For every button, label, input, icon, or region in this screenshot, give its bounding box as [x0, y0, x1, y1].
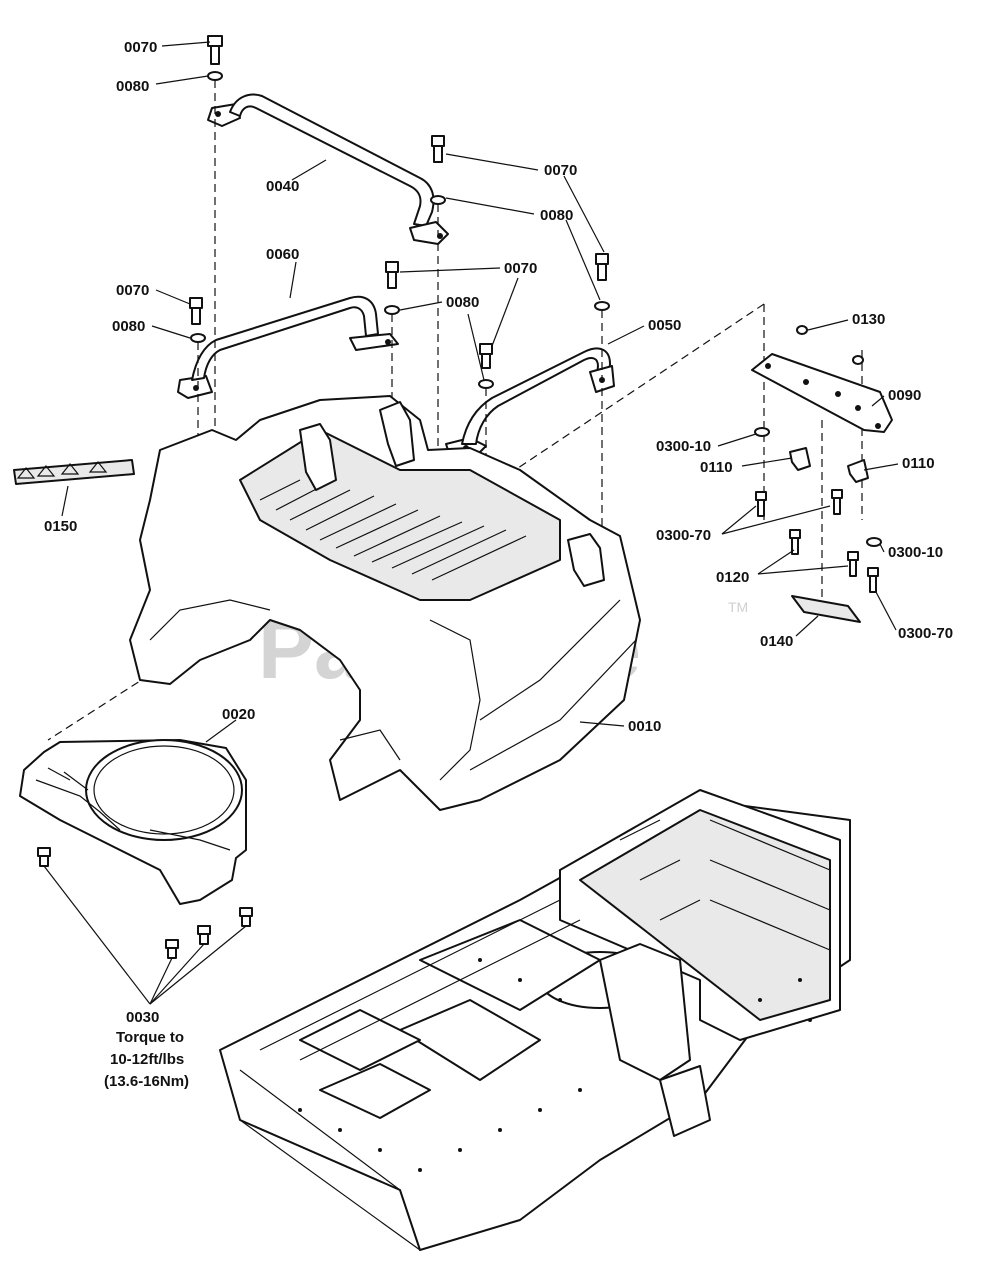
callout-label: 0080 [540, 207, 573, 224]
callout-label: 0080 [446, 294, 479, 311]
decal-0150 [13, 459, 135, 485]
bolt-0070-left [189, 297, 206, 343]
callout-label: 0080 [116, 78, 149, 95]
callout-label: 0300-70 [656, 527, 711, 544]
clip-0110-left [789, 447, 811, 471]
frame-holes [298, 958, 812, 1172]
callout-label: 0020 [222, 706, 255, 723]
bolt-0120-a [789, 529, 801, 555]
callout-label: 0300-10 [888, 544, 943, 561]
bolt-0070-mid-top [430, 135, 446, 205]
callout-label: 0090 [888, 387, 921, 404]
washer-0300-10-b [866, 537, 882, 547]
torque-note-line3: (13.6-16Nm) [104, 1073, 189, 1090]
bolt-0300-70-a [755, 491, 767, 517]
handle-0040 [207, 93, 449, 245]
baffle-0020 [19, 739, 247, 905]
callout-label: 0110 [902, 455, 935, 472]
nut-0130-a [796, 325, 808, 335]
callout-label: 0120 [716, 569, 749, 586]
callout-label: 0130 [852, 311, 885, 328]
screw-0030-b [239, 907, 253, 927]
handle-0060 [177, 295, 399, 399]
pad-0140 [791, 595, 861, 623]
screw-0030-c [197, 925, 211, 945]
callout-label: 0070 [504, 260, 537, 277]
torque-note-line1: Torque to [116, 1029, 184, 1046]
callout-label: 0140 [760, 633, 793, 650]
bolt-0070-center [384, 261, 400, 315]
callout-label: 0300-10 [656, 438, 711, 455]
nut-0130-b [852, 355, 864, 365]
clip-0110-right [847, 459, 869, 483]
leader-lines [43, 41, 899, 1005]
bolt-0070-small [478, 343, 494, 389]
screw-0030-a [37, 847, 51, 867]
callout-label: 0070 [124, 39, 157, 56]
callout-label: 0080 [112, 318, 145, 335]
callout-label: 0070 [544, 162, 577, 179]
bolt-0120-b [847, 551, 859, 577]
bracket-0090 [751, 353, 893, 433]
callout-label: 0040 [266, 178, 299, 195]
torque-note-line2: 10-12ft/lbs [110, 1051, 184, 1068]
bolt-0300-70-c [867, 567, 879, 593]
body-shroud-0010 [129, 395, 641, 811]
bolt-0070-top [207, 35, 223, 81]
callout-label: 0300-70 [898, 625, 953, 642]
bolt-0300-70-b [831, 489, 843, 515]
frame-chassis [219, 789, 851, 1251]
callout-label: 0110 [700, 459, 733, 476]
washer-0300-10-a [754, 427, 770, 437]
screw-0030-d [165, 939, 179, 959]
callout-label: 0060 [266, 246, 299, 263]
callout-label: 0030 [126, 1009, 159, 1026]
callout-label: 0010 [628, 718, 661, 735]
callout-label: 0050 [648, 317, 681, 334]
handle-0050 [445, 347, 615, 457]
callout-label: 0150 [44, 518, 77, 535]
callout-label: 0070 [116, 282, 149, 299]
bolt-0070-right [594, 253, 610, 311]
watermark-tm: TM [728, 599, 748, 615]
